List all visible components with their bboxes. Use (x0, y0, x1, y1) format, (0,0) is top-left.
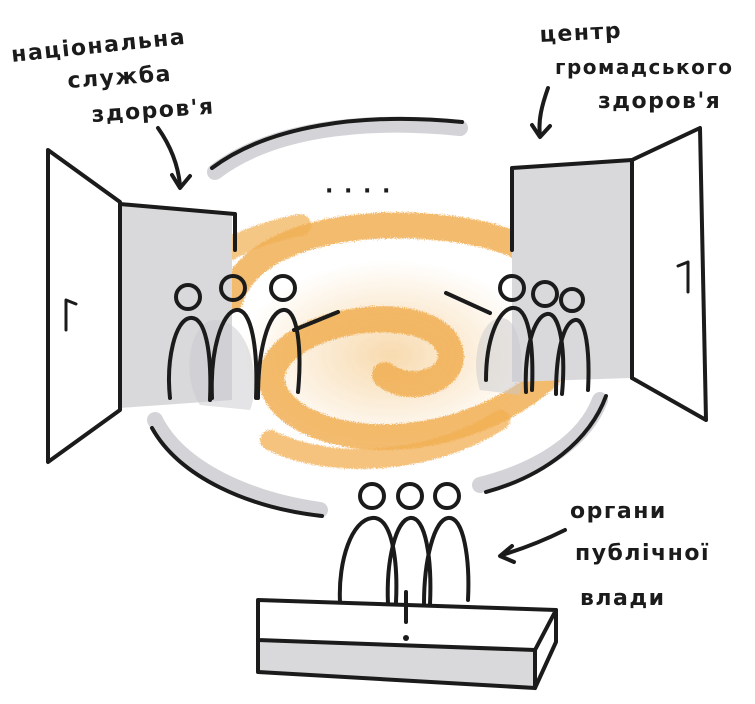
arrow-to-bottom-group-icon (500, 530, 565, 562)
gov-label-line3: влади (580, 586, 666, 611)
arrow-to-left-door-icon (158, 128, 190, 188)
exclamation-dot-icon (403, 635, 409, 641)
gov-label-line2: публічної (575, 541, 710, 566)
label-national-health-service: національна служба здоров'я (10, 25, 215, 128)
left-doorway (48, 150, 235, 462)
phc-label-line2: громадського (555, 55, 734, 79)
phc-label-line3: здоров'я (598, 89, 721, 114)
nhs-label-line3: здоров'я (91, 94, 216, 128)
nhs-label-line1: національна (10, 25, 187, 68)
nhs-label-line2: служба (67, 62, 173, 94)
arrow-to-right-door-icon (532, 88, 550, 137)
right-doorway (512, 128, 706, 420)
label-public-health-center: центр громадського здоров'я (539, 19, 734, 114)
label-public-authorities: органи публічної влади (570, 499, 710, 611)
phc-label-line1: центр (539, 19, 623, 48)
gov-label-line1: органи (570, 499, 667, 524)
ellipsis-dots: · · · · (325, 179, 392, 204)
